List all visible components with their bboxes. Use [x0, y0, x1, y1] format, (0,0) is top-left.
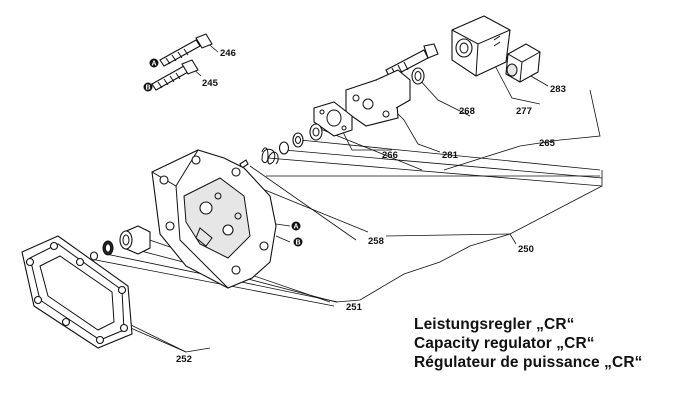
- callout-251: 251: [346, 302, 363, 313]
- marker-a-side-label: A: [293, 224, 298, 231]
- piston: [119, 225, 151, 255]
- callout-281: 281: [442, 150, 459, 161]
- spring: [261, 147, 279, 165]
- cover-plate-252: [21, 235, 133, 349]
- callout-266: 266: [382, 150, 398, 161]
- small-nut: [89, 251, 99, 261]
- marker-a-side: A: [275, 221, 301, 231]
- callout-246: 246: [220, 48, 236, 59]
- marker-b-label: B: [145, 85, 150, 92]
- callout-277: 277: [516, 106, 532, 117]
- title-english: Capacity regulator „CR“: [414, 335, 595, 352]
- connector-283: [505, 43, 541, 83]
- marker-b-side-label: B: [295, 240, 300, 247]
- marker-b-side: B: [275, 235, 303, 247]
- title-german: Leistungsregler „CR“: [414, 316, 575, 333]
- marker-a-top: A: [149, 58, 159, 68]
- bolt-246: [159, 33, 213, 67]
- o-ring-268: [411, 67, 425, 85]
- callout-265: 265: [539, 138, 556, 149]
- title-french: Régulateur de puissance „CR“: [414, 354, 643, 371]
- marker-b-top: B: [143, 82, 153, 92]
- seal-ring: [102, 240, 114, 256]
- washer-1: [309, 123, 323, 141]
- bolt-245: [151, 59, 199, 91]
- callout-252: 252: [176, 354, 192, 365]
- valve-body-266: [345, 69, 411, 127]
- callout-245: 245: [202, 78, 219, 89]
- solenoid-coil-277: [451, 15, 511, 77]
- washer-2: [292, 132, 304, 148]
- callout-283: 283: [550, 84, 566, 95]
- callout-250: 250: [518, 244, 534, 255]
- gasket-281: [313, 101, 353, 137]
- housing-251: [151, 149, 277, 289]
- callout-268: 268: [459, 106, 475, 117]
- callout-labels: 246 245 283 277 268 265 266 281 258 250 …: [176, 48, 566, 365]
- marker-a-label: A: [151, 61, 156, 68]
- washer-3: [278, 141, 290, 155]
- callout-258: 258: [368, 236, 384, 247]
